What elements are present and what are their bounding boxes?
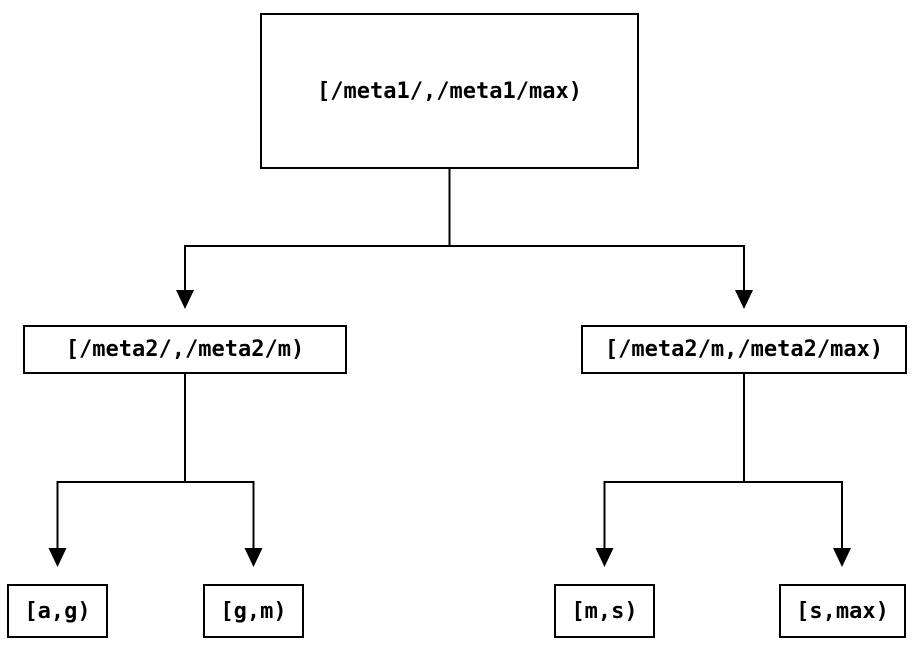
arrow-down-icon	[833, 548, 851, 567]
node-root-label: [/meta1/,/meta1/max)	[317, 78, 582, 104]
arrow-down-icon	[735, 290, 753, 309]
arrow-down-icon	[595, 548, 614, 567]
node-leaf-ag-label: [a,g)	[24, 598, 91, 624]
edge-mid-right-to-leaf-smax	[744, 481, 843, 549]
edge-mid-left-to-leaf-ag	[56, 374, 186, 549]
node-leaf-ag: [a,g)	[7, 584, 108, 638]
node-mid-left-label: [/meta2/,/meta2/m)	[65, 337, 305, 362]
node-leaf-ms-label: [m,s)	[571, 598, 638, 624]
node-mid-right: [/meta2/m,/meta2/max)	[581, 325, 907, 374]
node-leaf-smax-label: [s,max)	[796, 598, 889, 624]
arrow-down-icon	[244, 548, 263, 567]
arrow-down-icon	[176, 290, 194, 309]
arrow-down-icon	[48, 548, 67, 567]
node-leaf-smax: [s,max)	[779, 584, 906, 638]
node-leaf-gm-label: [g,m)	[220, 598, 287, 624]
edge-mid-right-to-leaf-ms	[603, 374, 745, 549]
node-mid-right-label: [/meta2/m,/meta2/max)	[604, 337, 884, 362]
node-root: [/meta1/,/meta1/max)	[260, 13, 639, 169]
edge-root-to-mid-left	[184, 169, 451, 291]
node-mid-left: [/meta2/,/meta2/m)	[23, 325, 347, 374]
edge-mid-left-to-leaf-gm	[185, 481, 255, 549]
node-leaf-ms: [m,s)	[554, 584, 655, 638]
node-leaf-gm: [g,m)	[203, 584, 304, 638]
edge-root-to-mid-right	[449, 245, 745, 291]
